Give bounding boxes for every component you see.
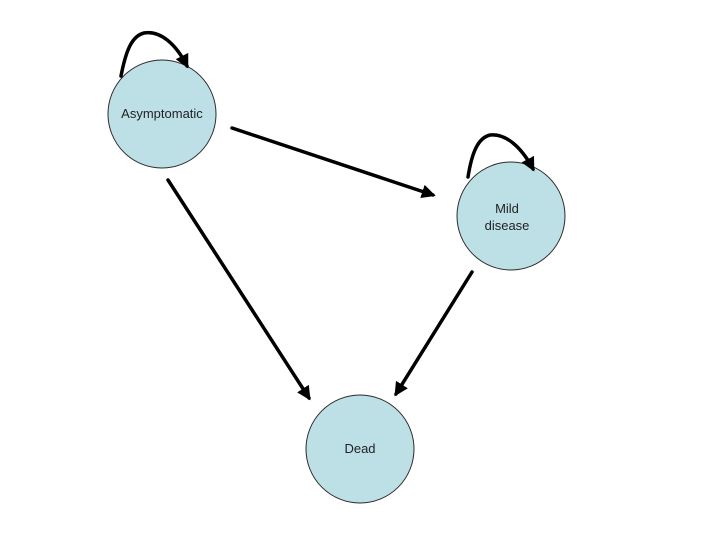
- edge-mild-disease-to-dead: [394, 270, 474, 397]
- node-dead: Dead: [305, 394, 415, 504]
- node-mild-disease-label-line-1: Mild: [495, 201, 519, 216]
- edge-asymptomatic-self-loop: [119, 30, 189, 78]
- edge-mild-disease-self-loop: [466, 133, 535, 179]
- edge-asymptomatic-to-dead: [166, 178, 311, 401]
- node-asymptomatic-circle: [107, 59, 217, 169]
- node-dead-circle: [305, 394, 415, 504]
- edge-asymptomatic-to-mild-disease: [230, 126, 436, 199]
- node-mild-disease-label-line-2: disease: [485, 218, 530, 233]
- node-mild-disease: Mild disease: [456, 161, 566, 271]
- node-asymptomatic-label: Asymptomatic: [121, 106, 203, 121]
- node-asymptomatic: Asymptomatic: [107, 59, 217, 169]
- node-mild-disease-circle: [456, 161, 566, 271]
- node-dead-label: Dead: [344, 441, 375, 456]
